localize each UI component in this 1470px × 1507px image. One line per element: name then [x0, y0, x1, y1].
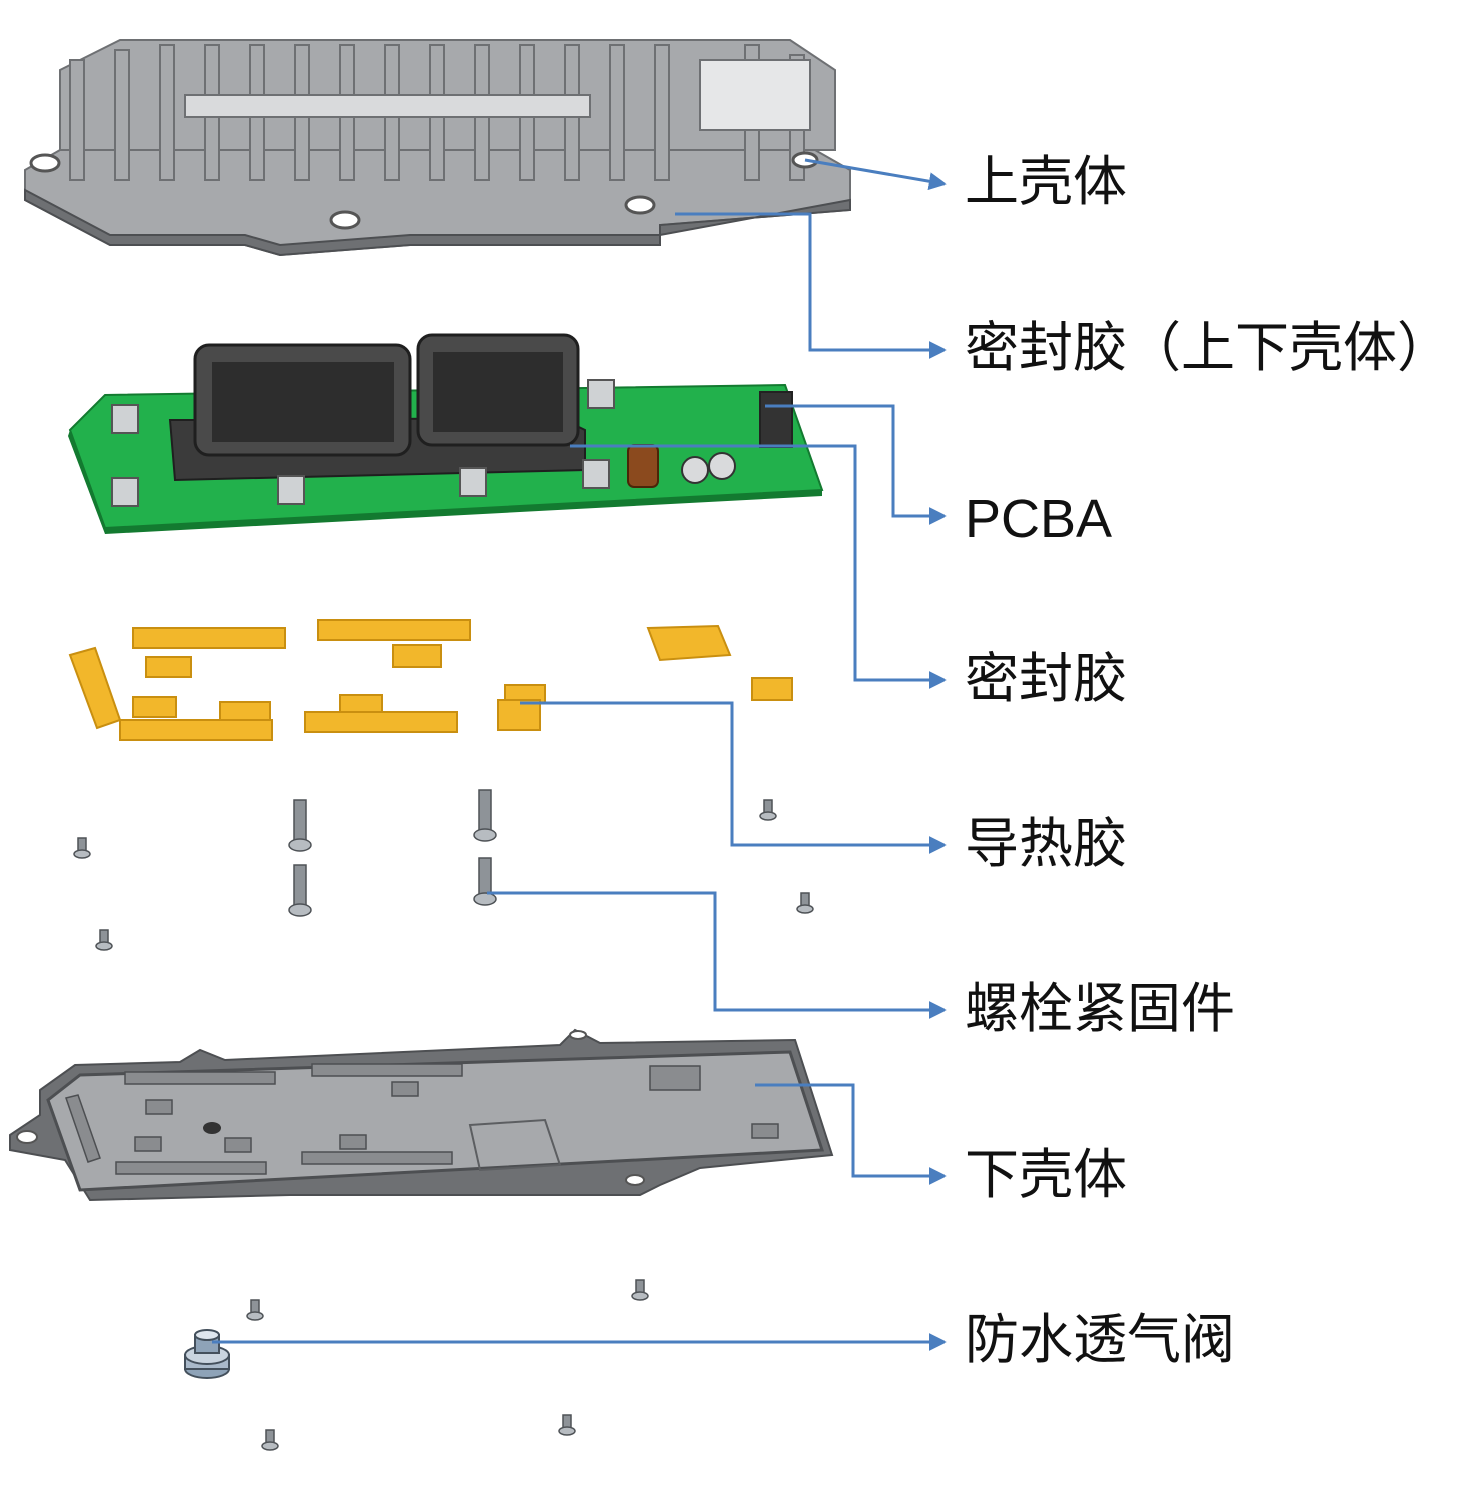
bottom-screws	[246, 1279, 649, 1451]
pcba-connector	[168, 333, 586, 482]
label-bolt-fastener: 螺栓紧固件	[965, 977, 1235, 1040]
upper-housing	[24, 39, 851, 257]
label-thermal-pad: 导热胶	[965, 812, 1127, 875]
leader-seal-upper-lower	[675, 212, 947, 359]
leader-pcba	[765, 404, 947, 525]
thermal-pads	[68, 619, 793, 741]
label-pcba: PCBA	[965, 489, 1113, 549]
leader-bolt-fastener	[487, 891, 947, 1019]
label-vent-valve: 防水透气阀	[965, 1308, 1235, 1371]
label-lower-housing: 下壳体	[965, 1143, 1127, 1206]
leader-thermal-pad	[520, 701, 947, 854]
label-sealant: 密封胶	[965, 647, 1127, 710]
vent-valve	[184, 1329, 230, 1379]
pcba-standoffs	[111, 379, 615, 507]
leader-sealant	[570, 444, 947, 689]
label-upper-housing: 上壳体	[965, 150, 1127, 213]
bolt-fasteners	[73, 789, 814, 951]
leader-lower-housing	[755, 1083, 947, 1185]
label-seal-upper-lower: 密封胶（上下壳体）	[965, 316, 1451, 379]
pcba-board	[68, 333, 824, 534]
leader-lines	[212, 158, 947, 1351]
leader-upper-housing	[804, 158, 947, 191]
lower-housing	[9, 1028, 834, 1202]
